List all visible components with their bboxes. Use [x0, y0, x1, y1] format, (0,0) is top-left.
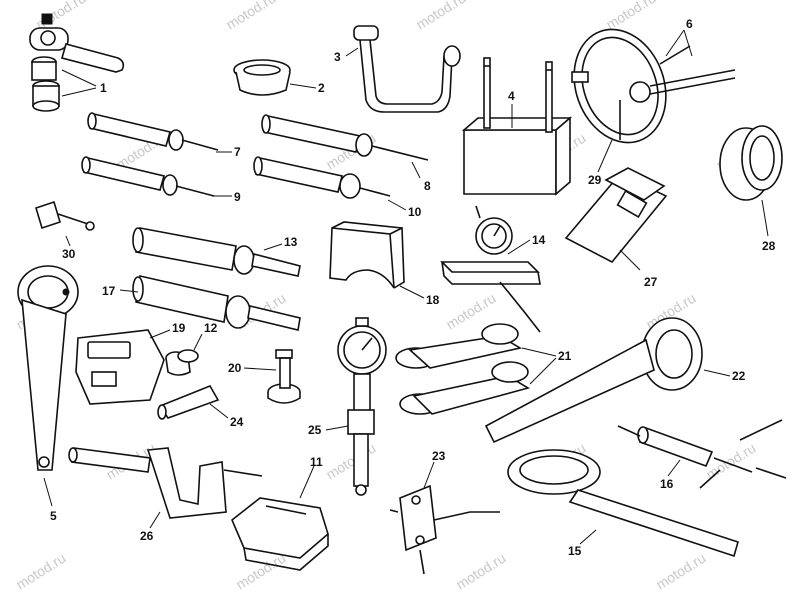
callout-14: 14 [532, 233, 546, 247]
tool-13-driver [132, 227, 301, 277]
callout-16: 16 [660, 477, 674, 491]
tool-25-bore-gauge [337, 317, 387, 496]
callout-18: 18 [426, 293, 440, 307]
tool-1-socket-wrench [29, 13, 125, 112]
callout-2: 2 [318, 81, 325, 95]
callout-29: 29 [588, 173, 602, 187]
watermark-text: motod.ru [223, 0, 278, 33]
watermark-text: motod.ru [603, 0, 658, 33]
callout-9: 9 [234, 190, 241, 204]
callout-10: 10 [408, 205, 422, 219]
callout-1: 1 [100, 81, 107, 95]
tool-5-pin-spanner [17, 265, 79, 471]
callout-4: 4 [508, 89, 515, 103]
tool-26-press-frame [68, 447, 263, 519]
callout-5: 5 [50, 509, 57, 523]
tool-24-punch [157, 384, 220, 420]
callout-24: 24 [230, 415, 244, 429]
watermark-text: motod.ru [653, 550, 708, 593]
watermark-text: motod.ru [413, 0, 468, 33]
callout-20: 20 [228, 361, 242, 375]
tool-16-puller [617, 419, 787, 489]
callout-17: 17 [102, 284, 116, 298]
tool-27-gauge-module [564, 167, 668, 264]
tool-18-notched-plate [329, 221, 405, 289]
callout-22: 22 [732, 369, 746, 383]
tool-3-crank-handle [353, 25, 461, 113]
callout-19: 19 [172, 321, 186, 335]
tool-2-slotted-socket [233, 59, 291, 96]
watermark-text: motod.ru [13, 550, 68, 593]
callout-25: 25 [308, 423, 322, 437]
tool-11-fixture-block [231, 497, 329, 571]
callout-15: 15 [568, 544, 582, 558]
watermark-text: motod.ru [323, 440, 378, 483]
callout-27: 27 [644, 275, 658, 289]
tool-23-bracket-puller [389, 484, 500, 575]
callout-23: 23 [432, 449, 446, 463]
tool-28-ring-adapter [719, 125, 783, 201]
tool-10-driver [253, 156, 391, 199]
tool-15-clutch-holder [507, 449, 739, 558]
tool-29-degree-wheel [571, 28, 736, 144]
watermark-text: motod.ru [703, 440, 758, 483]
tool-4-stud-block [461, 57, 573, 196]
tool-21-holding-plates [395, 323, 531, 415]
watermark-text: motod.ru [233, 550, 288, 593]
callout-3: 3 [334, 50, 341, 64]
callout-7: 7 [234, 145, 241, 159]
tool-8-driver [261, 114, 429, 161]
tool-20-valve-puller [267, 349, 301, 404]
callout-6: 6 [686, 17, 693, 31]
callout-12: 12 [204, 321, 218, 335]
callout-26: 26 [140, 529, 154, 543]
tool-30-small-clamp [35, 200, 95, 231]
tool-19-gauge-housing [75, 329, 165, 405]
tool-9-driver [81, 156, 215, 197]
tool-12-bushing [165, 349, 199, 376]
tool-22-ring-spanner [484, 317, 703, 444]
watermark-text: motod.ru [453, 550, 508, 593]
callout-28: 28 [762, 239, 776, 253]
callout-13: 13 [284, 235, 298, 249]
tool-7-driver [87, 112, 219, 151]
callout-30: 30 [62, 247, 76, 261]
callout-8: 8 [424, 179, 431, 193]
callout-21: 21 [558, 349, 572, 363]
tool-17-driver [132, 275, 301, 331]
callout-11: 11 [310, 455, 323, 469]
tool-14-dial-indicator [440, 205, 541, 333]
